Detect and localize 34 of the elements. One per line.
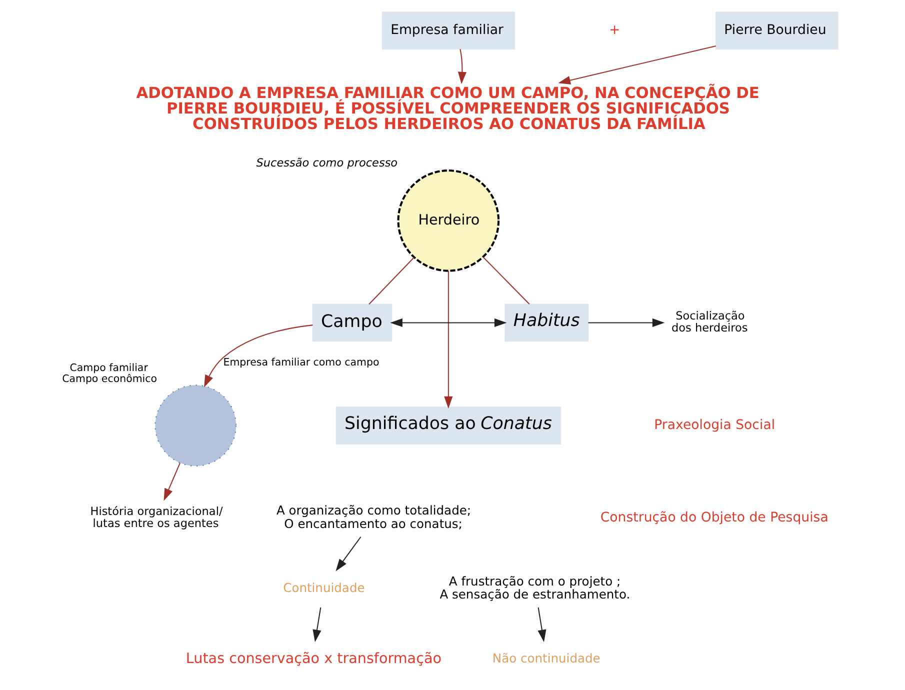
- arrow: [558, 45, 716, 84]
- arrow: [312, 607, 322, 642]
- label: +: [609, 23, 620, 38]
- node-box: Pierre Bourdieu: [716, 12, 838, 50]
- connector: [482, 256, 530, 304]
- node-label: Campo econômico: [62, 374, 157, 386]
- node-text: Socialização dos herdeiros: [671, 309, 748, 335]
- connector: [368, 256, 415, 305]
- arrow: [588, 318, 665, 328]
- arrow: [204, 324, 313, 388]
- edge-label: Empresa familiar como campo: [223, 358, 380, 369]
- node-text: História organizacional/ lutas entre os agentes: [90, 504, 223, 530]
- arrow: [390, 318, 507, 328]
- node-text: Lutas conservação x transformação: [186, 651, 442, 668]
- node-label: Campo familiar: [70, 362, 148, 374]
- node-text: A frustração com o projeto ; A sensação de estranhamento.: [440, 574, 630, 602]
- node-text: ADOTANDO A EMPRESA FAMILIAR COMO UM CAMPO, NA CONCEPÇÃO DE PIERRE BOURDIEU, É POSSÍVEL COMPREENDER OS SIGNIFICADOS CONSTRUÍDOS PELOS HERDEIROS AO CONATUS DA FAMÍLIA: [136, 84, 760, 133]
- label: Praxeologia Social: [654, 418, 776, 434]
- node-box: Habitus: [504, 304, 589, 342]
- arrow: [164, 462, 181, 501]
- node-label: Sucessão como processo: [256, 156, 398, 170]
- node-box: Empresa familiar: [382, 12, 515, 50]
- label: Construção do Objeto de Pesquisa: [600, 510, 828, 526]
- arrow: [336, 536, 362, 572]
- node-text: Continuidade: [283, 580, 365, 595]
- node-circle: Herdeiro: [397, 170, 500, 272]
- arrow: [538, 607, 546, 642]
- arrow: [458, 49, 467, 84]
- node-text: A organização como totalidade; O encantamento ao conatus;: [276, 504, 472, 532]
- node-box: Significados ao Conatus: [336, 406, 561, 445]
- arrow: [444, 270, 453, 409]
- node-box: Campo: [312, 304, 392, 342]
- node-text: Não continuidade: [492, 652, 600, 666]
- node-circle: [154, 384, 237, 467]
